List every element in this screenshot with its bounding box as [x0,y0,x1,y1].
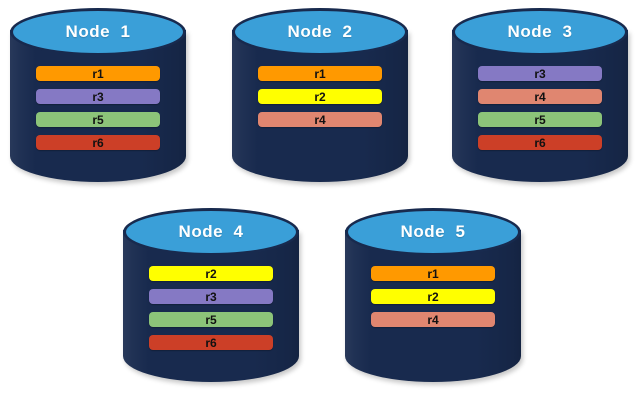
record-bar[interactable]: r5 [478,112,602,127]
cylinder-body-icon [232,30,408,182]
cylinder-top-icon [123,208,299,256]
cylinder-top-icon [232,8,408,56]
record-bar[interactable]: r1 [258,66,382,81]
record-bar[interactable]: r3 [36,89,160,104]
database-node-5[interactable]: r1 r2 r4 Node 5 [345,208,521,394]
node-label: Node 4 [178,222,244,241]
record-bar[interactable]: r2 [149,266,273,281]
record-bar[interactable]: r6 [149,335,273,350]
record-list: r1 r2 r4 [371,266,495,327]
record-list: r3 r4 r5 r6 [478,66,602,150]
database-node-4[interactable]: r2 r3 r5 r6 Node 4 [123,208,299,394]
record-bar[interactable]: r1 [371,266,495,281]
record-bar[interactable]: r4 [258,112,382,127]
record-bar[interactable]: r4 [478,89,602,104]
node-label: Node 5 [400,222,466,241]
record-list: r1 r2 r4 [258,66,382,127]
record-bar[interactable]: r5 [149,312,273,327]
record-bar[interactable]: r5 [36,112,160,127]
record-list: r2 r3 r5 r6 [149,266,273,350]
record-bar[interactable]: r2 [258,89,382,104]
node-label: Node 3 [507,22,573,41]
record-bar[interactable]: r1 [36,66,160,81]
record-bar[interactable]: r6 [36,135,160,150]
record-bar[interactable]: r4 [371,312,495,327]
cylinder-top-icon [345,208,521,256]
node-label: Node 2 [287,22,353,41]
cylinder-top-icon [10,8,186,56]
record-bar[interactable]: r6 [478,135,602,150]
database-node-3[interactable]: r3 r4 r5 r6 Node 3 [452,8,628,194]
record-bar[interactable]: r2 [371,289,495,304]
record-bar[interactable]: r3 [478,66,602,81]
record-bar[interactable]: r3 [149,289,273,304]
cylinder-top-icon [452,8,628,56]
node-label: Node 1 [65,22,131,41]
record-list: r1 r3 r5 r6 [36,66,160,150]
database-node-1[interactable]: r1 r3 r5 r6 Node 1 [10,8,186,194]
database-node-2[interactable]: r1 r2 r4 Node 2 [232,8,408,194]
